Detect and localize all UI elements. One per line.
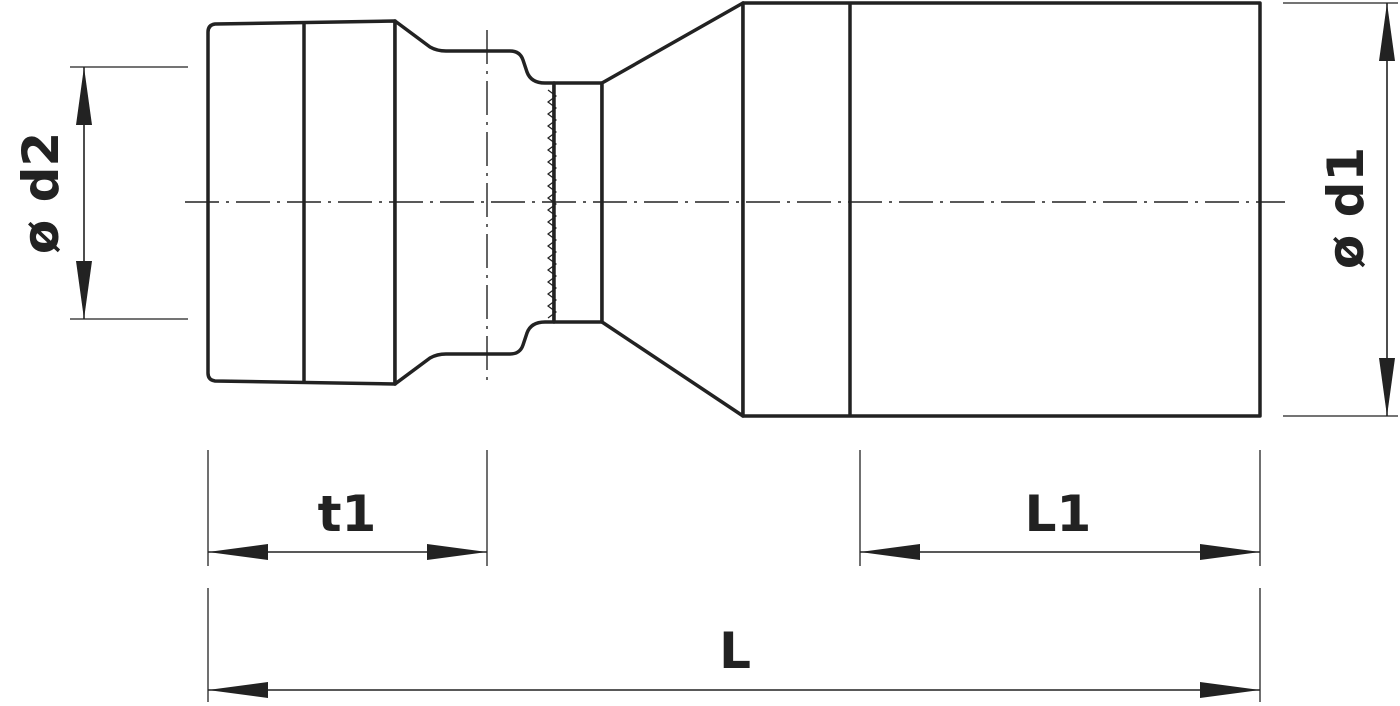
t1-arrow-left xyxy=(208,544,268,560)
reducer-cone xyxy=(600,1,745,418)
L-arrow-right xyxy=(1200,682,1260,698)
d1-arrow-top xyxy=(1379,3,1395,61)
L1-arrow-left xyxy=(860,544,920,560)
d1-label: ø d1 xyxy=(1317,147,1375,269)
L-label: L xyxy=(719,622,751,680)
weld-seam xyxy=(547,89,557,319)
t1-arrow-right xyxy=(427,544,487,560)
pipe-body xyxy=(741,1,1262,418)
d2-arrow-top xyxy=(76,67,92,125)
L1-arrow-right xyxy=(1200,544,1260,560)
d2-label: ø d2 xyxy=(12,132,70,254)
d1-arrow-bottom xyxy=(1379,358,1395,416)
L1-label: L1 xyxy=(1025,485,1092,543)
L-arrow-left xyxy=(208,682,268,698)
d2-arrow-bottom xyxy=(76,261,92,319)
t1-label: t1 xyxy=(318,485,377,543)
